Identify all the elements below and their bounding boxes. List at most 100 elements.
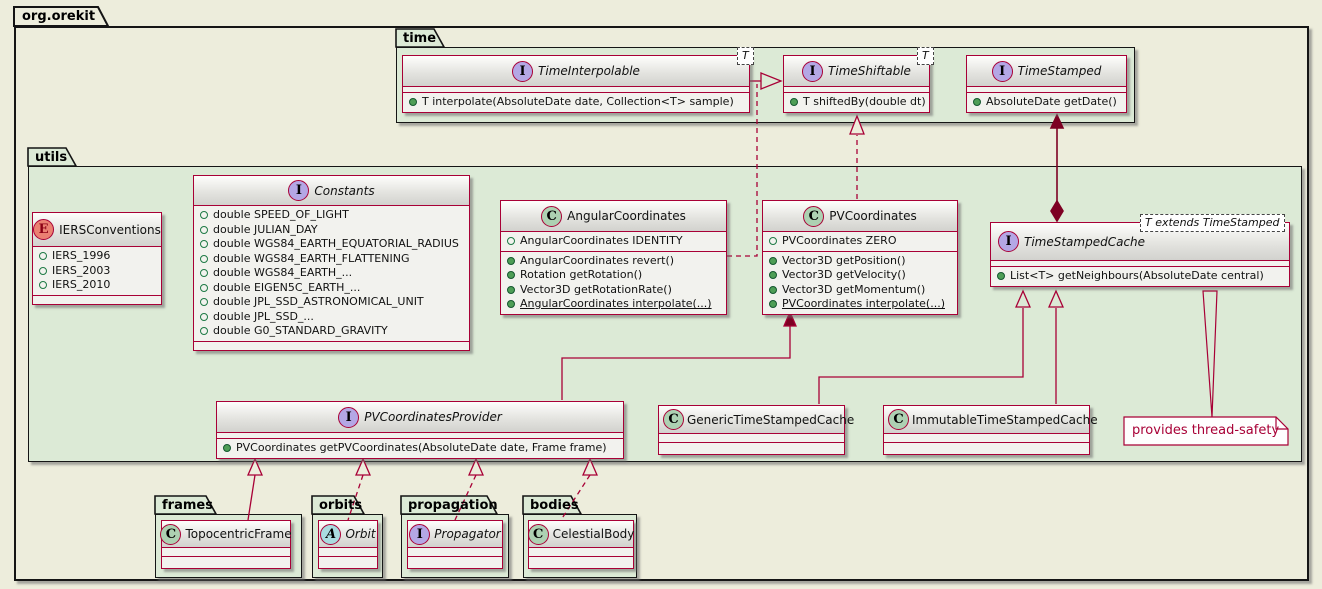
class-name: IERSConventions (59, 222, 161, 237)
package-label-org-orekit: org.orekit (22, 9, 96, 24)
public-method-icon (769, 271, 777, 280)
method-row: T interpolate(AbsoluteDate date, Collect… (403, 95, 749, 110)
public-method-icon (223, 444, 231, 453)
public-method-icon (769, 256, 777, 265)
package-label-utils: utils (35, 150, 68, 165)
method-row: T shiftedBy(double dt) (784, 95, 929, 110)
empty-compartment (319, 548, 377, 557)
public-method-icon (769, 300, 777, 309)
public-field-icon (507, 237, 515, 246)
method-label: Vector3D getRotationRate() (520, 282, 672, 296)
class-badge: C (541, 205, 563, 227)
field-label: IERS_2010 (52, 278, 111, 291)
class-timeinterpolable: I TimeInterpolable T interpolate(Absolut… (402, 55, 750, 113)
interface-constants: I Constants double SPEED_OF_LIGHT double… (193, 175, 470, 351)
class-name: Propagator (434, 527, 501, 541)
methods-compartment: PVCoordinates getPVCoordinates(AbsoluteD… (217, 439, 623, 458)
public-field-icon (200, 225, 208, 234)
class-timeshiftable: I TimeShiftable T shiftedBy(double dt) (783, 55, 930, 113)
empty-compartment (403, 87, 749, 93)
method-label: Vector3D getPosition() (782, 253, 906, 267)
field-label: double JPL_SSD_... (213, 309, 314, 323)
class-generictimestampedcache: C GenericTimeStampedCache (658, 405, 854, 455)
abstract-badge: A (320, 523, 342, 545)
methods-compartment: AngularCoordinates revert() Rotation get… (501, 251, 726, 314)
fields-compartment: AngularCoordinates IDENTITY (501, 232, 726, 252)
public-field-icon (200, 211, 208, 220)
public-method-icon (507, 271, 515, 280)
field-label: IERS_2003 (52, 263, 111, 277)
generic-type-tag: T (917, 47, 934, 65)
interface-badge: I (802, 60, 824, 82)
public-field-icon (39, 252, 47, 261)
interface-badge: I (288, 180, 310, 201)
package-label-bodies: bodies (530, 498, 579, 513)
public-method-icon (790, 98, 798, 107)
field-label: double EIGEN5C_EARTH_... (213, 280, 361, 294)
class-orbit: A Orbit (318, 520, 378, 569)
class-timestamped: I TimeStamped AbsoluteDate getDate() (966, 55, 1127, 113)
class-name: ImmutableTimeStampedCache (912, 412, 1098, 427)
method-row: AngularCoordinates interpolate(...) (501, 297, 726, 312)
empty-compartment (967, 87, 1126, 93)
public-method-icon (973, 98, 981, 107)
empty-compartment (659, 434, 844, 443)
public-field-icon (39, 281, 47, 290)
method-label: T shiftedBy(double dt) (803, 95, 926, 108)
interface-badge: I (512, 60, 534, 82)
package-label-propagation: propagation (408, 498, 498, 513)
empty-compartment (33, 295, 161, 304)
static-method-label: PVCoordinates interpolate(...) (782, 297, 945, 310)
method-row: Vector3D getVelocity() (763, 268, 957, 283)
field-row: double SPEED_OF_LIGHT (194, 208, 469, 223)
method-row: Vector3D getPosition() (763, 254, 957, 269)
empty-compartment (529, 557, 633, 567)
empty-compartment (194, 341, 469, 350)
methods-compartment: Vector3D getPosition() Vector3D getVeloc… (763, 251, 957, 314)
field-row: double WGS84_EARTH_EQUATORIAL_RADIUS (194, 237, 469, 252)
public-field-icon (200, 269, 208, 278)
field-row: double WGS84_EARTH_FLATTENING (194, 252, 469, 267)
field-row: double JPL_SSD_... (194, 310, 469, 325)
method-label: PVCoordinates getPVCoordinates(AbsoluteD… (236, 441, 607, 454)
method-row: Rotation getRotation() (501, 268, 726, 283)
package-label-frames: frames (162, 498, 213, 513)
class-pvcoordinates: C PVCoordinates PVCoordinates ZERO Vecto… (762, 200, 958, 315)
methods-compartment: List<T> getNeighbours(AbsoluteDate centr… (991, 267, 1289, 286)
field-row: PVCoordinates ZERO (763, 234, 957, 249)
empty-compartment (659, 443, 844, 453)
generic-type-tag: T extends TimeStamped (1140, 214, 1285, 232)
method-row: PVCoordinates getPVCoordinates(AbsoluteD… (217, 441, 623, 456)
interface-timestampedcache: I TimeStampedCache List<T> getNeighbours… (990, 222, 1290, 287)
fields-compartment: double SPEED_OF_LIGHT double JULIAN_DAY … (194, 206, 469, 342)
methods-compartment: T interpolate(AbsoluteDate date, Collect… (403, 93, 749, 112)
public-field-icon (200, 254, 208, 263)
field-label: double G0_STANDARD_GRAVITY (213, 324, 388, 337)
field-label: AngularCoordinates IDENTITY (520, 234, 683, 247)
public-method-icon (409, 98, 417, 107)
interface-badge: I (409, 523, 431, 545)
class-badge: C (803, 205, 825, 227)
class-name: TopocentricFrame (185, 527, 292, 541)
class-badge: C (527, 523, 549, 545)
class-name: AngularCoordinates (567, 209, 686, 223)
public-method-icon (507, 285, 515, 294)
field-label: double SPEED_OF_LIGHT (213, 208, 349, 221)
class-topocentricframe: C TopocentricFrame (160, 520, 292, 569)
public-field-icon (200, 312, 208, 321)
class-name: PVCoordinates (829, 209, 917, 223)
enum-iersconventions: E IERSConventions IERS_1996 IERS_2003 IE… (32, 212, 162, 305)
class-name: Orbit (345, 527, 376, 541)
public-field-icon (200, 298, 208, 307)
method-label: AbsoluteDate getDate() (986, 95, 1117, 108)
class-name: TimeStamped (1017, 64, 1102, 78)
field-row: IERS_2003 (33, 264, 161, 279)
public-field-icon (39, 266, 47, 275)
class-celestialbody: C CelestialBody (527, 520, 634, 569)
field-row: double WGS84_EARTH_... (194, 266, 469, 281)
method-row: Vector3D getRotationRate() (501, 283, 726, 298)
public-field-icon (769, 237, 777, 246)
empty-compartment (217, 433, 623, 439)
method-row: AngularCoordinates revert() (501, 254, 726, 269)
